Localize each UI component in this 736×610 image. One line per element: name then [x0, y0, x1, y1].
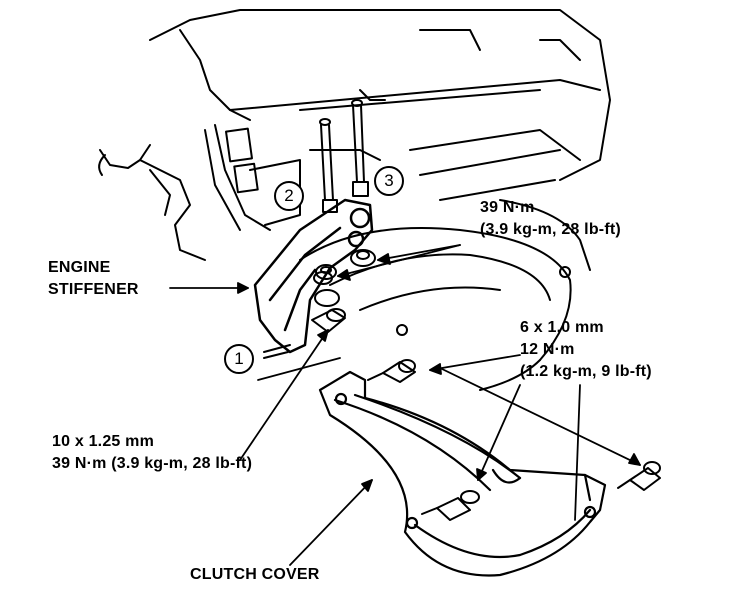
step-2-marker: 2	[274, 181, 304, 211]
upper-bolt-torque-imperial-label: (3.9 kg-m, 28 lb-ft)	[480, 221, 621, 238]
clutch-cover	[318, 370, 607, 577]
engine-block	[149, 9, 611, 231]
clutch-cover-bolts	[367, 359, 661, 521]
step-1-marker: 1	[224, 344, 254, 374]
small-bolt-size-label: 6 x 1.0 mm	[520, 319, 604, 336]
upper-bolt-torque-label: 39 N·m	[480, 199, 535, 216]
leader-lines	[169, 244, 641, 566]
large-bolt-torque-label: 39 N·m (3.9 kg-m, 28 lb-ft)	[52, 455, 253, 472]
large-bolt-size-label: 10 x 1.25 mm	[52, 433, 155, 450]
stiffener-large-bolt	[263, 308, 346, 359]
small-bolt-torque-label: 12 N·m	[520, 341, 575, 358]
engine-left-housing	[98, 144, 206, 261]
step-3-marker: 3	[374, 166, 404, 196]
small-bolt-torque-imperial-label: (1.2 kg-m, 9 lb-ft)	[520, 363, 652, 380]
stiffener-nuts	[313, 249, 376, 307]
engine-stiffener-label-line2: STIFFENER	[48, 281, 139, 298]
engine-stiffener	[253, 198, 374, 354]
mounting-studs	[319, 99, 369, 213]
engine-stiffener-label-line1: ENGINE	[48, 259, 111, 276]
clutch-cover-label: CLUTCH COVER	[190, 566, 320, 583]
